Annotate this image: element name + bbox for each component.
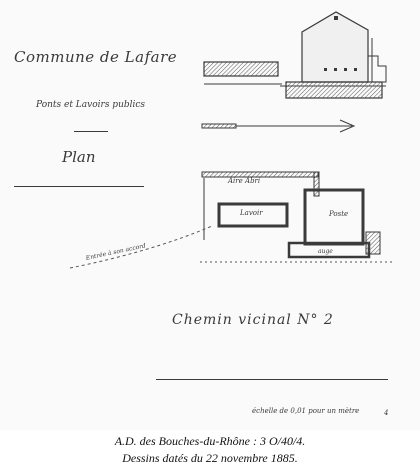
plan-view [201,171,381,259]
archive-source: A.D. des Bouches-du-Rhône : 3 O/40/4. [114,434,306,448]
annexe-label: Aire Abri [228,177,261,185]
poste-label: Poste [329,210,349,218]
lavoir-label: Lavoir [240,209,263,217]
section-arrow [201,119,356,133]
elevation-building [285,11,387,99]
road-line [156,379,388,380]
chemin-label: Chemin vicinal N° 2 [172,312,334,328]
drawing-date: Dessins datés du 22 novembre 1885. [122,451,298,465]
scale-label: échelle de 0,01 pour un mètre [252,407,360,415]
plan-heading: Plan [62,148,96,166]
auge-label: auge [318,248,333,255]
architectural-drawing [69,11,394,269]
road-edges [69,225,394,269]
subtitle: Ponts et Lavoirs publics [36,100,146,110]
commune-title: Commune de Lafare [14,48,178,66]
heading-divider [14,186,144,187]
short-divider [74,131,108,132]
reference-mark: 4 [384,409,389,417]
elevation-wall [203,61,386,87]
